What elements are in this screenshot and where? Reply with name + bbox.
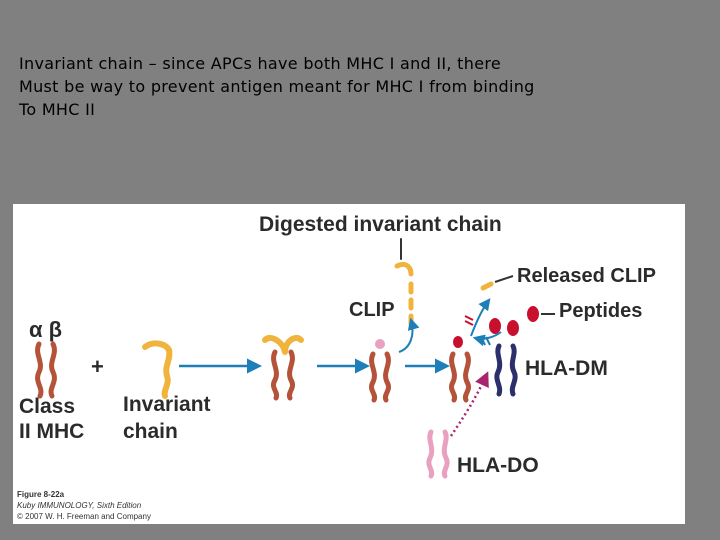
label-invariant: Invariant	[123, 393, 211, 416]
figure-svg: Digested invariant chain Released CLIP P…	[17, 213, 656, 521]
invariant-chain-figure: Digested invariant chain Released CLIP P…	[13, 204, 685, 524]
label-chain: chain	[123, 420, 178, 443]
hla-do-molecule	[426, 429, 450, 479]
label-class: Class	[19, 395, 75, 418]
label-peptides: Peptides	[559, 300, 642, 322]
arrow-hla-do-inhibition	[449, 371, 489, 437]
class-ii-mhc-molecule	[35, 341, 57, 399]
arrow-clip	[398, 317, 420, 353]
slide-text-line: To MHC II	[19, 100, 96, 119]
caption-book-title: Kuby IMMUNOLOGY, Sixth Edition	[17, 501, 142, 510]
label-plus: +	[91, 354, 104, 379]
mhc-clip-complex	[368, 339, 392, 403]
caption-copyright: © 2007 W. H. Freeman and Company	[17, 512, 151, 521]
mhc-invariant-complex	[262, 334, 304, 401]
released-clip-shape	[480, 275, 514, 291]
label-alpha-beta: α β	[29, 317, 62, 342]
caption-figure-number: Figure 8-22a	[17, 490, 65, 499]
slide-text-line: Invariant chain – since APCs have both M…	[19, 54, 502, 73]
label-hla-do: HLA-DO	[457, 454, 539, 477]
slide-body-text: Invariant chain – since APCs have both M…	[19, 52, 709, 121]
label-digested-invariant-chain: Digested invariant chain	[259, 213, 502, 236]
slide-text-line: Must be way to prevent antigen meant for…	[19, 77, 535, 96]
label-hla-dm: HLA-DM	[525, 357, 608, 380]
mhc-peptide-loading	[448, 336, 472, 403]
hla-dm-molecule	[494, 343, 518, 397]
exchange-arrows	[464, 298, 502, 347]
peptide-molecules	[489, 306, 555, 336]
label-clip: CLIP	[349, 299, 395, 321]
digested-chain-fragments	[394, 238, 414, 327]
invariant-chain-molecule	[142, 340, 173, 399]
label-released-clip: Released CLIP	[517, 265, 656, 287]
label-ii-mhc: II MHC	[19, 420, 84, 443]
